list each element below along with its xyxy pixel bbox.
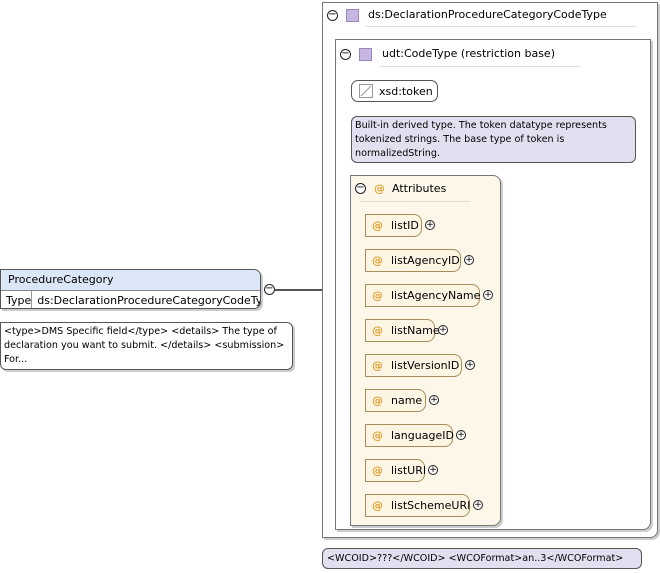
attribute-name: languageID: [391, 429, 454, 442]
attribute-name: listSchemeURI: [391, 499, 471, 512]
attribute-icon: @: [372, 324, 383, 337]
attribute-item[interactable]: @ listURI: [365, 459, 427, 482]
attribute-name: listID: [391, 219, 419, 232]
builtin-type-icon: [359, 84, 373, 98]
attribute-item[interactable]: @ listVersionID: [365, 354, 462, 377]
element-box: ProcedureCategory Type ds:DeclarationPro…: [0, 269, 261, 309]
attribute-name: listURI: [391, 464, 427, 477]
element-name: ProcedureCategory: [8, 273, 114, 286]
attribute-name: listName: [391, 324, 440, 337]
attribute-name: name: [391, 394, 423, 407]
attribute-icon: @: [372, 254, 383, 267]
expand-attribute-toggle[interactable]: +: [428, 465, 438, 475]
attribute-icon: @: [372, 499, 383, 512]
element-type-value: ds:DeclarationProcedureCategoryCodeType: [37, 294, 261, 307]
root-type-documentation: <WCOID>???</WCOID> <WCOFormat>an..3</WCO…: [322, 548, 642, 569]
expand-attribute-toggle[interactable]: +: [425, 220, 435, 230]
element-type-label: Type: [1, 291, 33, 308]
base-type-title: udt:CodeType (restriction base): [382, 47, 555, 60]
base-title-underline: [380, 66, 580, 67]
simple-type-icon: [359, 48, 372, 61]
attribute-icon: @: [372, 219, 383, 232]
root-type-title: ds:DeclarationProcedureCategoryCodeType: [368, 8, 607, 21]
collapse-element-toggle[interactable]: −: [264, 283, 275, 295]
collapse-attributes-toggle[interactable]: −: [355, 182, 366, 194]
element-documentation: <type>DMS Specific field</type> <details…: [0, 322, 293, 370]
element-header[interactable]: ProcedureCategory: [1, 270, 260, 291]
attribute-icon: @: [372, 289, 383, 302]
expand-attribute-toggle[interactable]: +: [438, 325, 448, 335]
token-type-box: xsd:token: [351, 80, 438, 102]
attributes-title-underline: [360, 201, 470, 202]
expand-attribute-toggle[interactable]: +: [464, 255, 474, 265]
root-title-underline: [366, 26, 636, 27]
complex-type-icon: [346, 9, 359, 22]
attribute-item[interactable]: @ listID: [365, 214, 422, 237]
expand-attribute-toggle[interactable]: +: [429, 395, 439, 405]
attribute-name: listAgencyName: [391, 289, 481, 302]
attribute-icon: @: [372, 394, 383, 407]
attribute-item[interactable]: @ name: [365, 389, 426, 412]
collapse-root-toggle[interactable]: −: [327, 9, 338, 21]
attribute-group-icon: @: [374, 182, 385, 195]
attribute-item[interactable]: @ listName: [365, 319, 440, 342]
attribute-item[interactable]: @ languageID: [365, 424, 454, 447]
attribute-name: listVersionID: [391, 359, 460, 372]
expand-attribute-toggle[interactable]: +: [483, 290, 493, 300]
expand-attribute-toggle[interactable]: +: [456, 430, 466, 440]
attributes-title: Attributes: [392, 182, 447, 195]
attribute-item[interactable]: @ listAgencyName: [365, 284, 480, 307]
expand-attribute-toggle[interactable]: +: [473, 500, 483, 510]
attribute-item[interactable]: @ listSchemeURI: [365, 494, 470, 517]
attribute-icon: @: [372, 464, 383, 477]
attribute-name: listAgencyID: [391, 254, 460, 267]
expand-attribute-toggle[interactable]: +: [465, 360, 475, 370]
attribute-icon: @: [372, 359, 383, 372]
token-type-name: xsd:token: [379, 84, 433, 98]
token-documentation: Built-in derived type. The token datatyp…: [351, 116, 636, 163]
attribute-icon: @: [372, 429, 383, 442]
collapse-base-toggle[interactable]: −: [340, 48, 351, 60]
attribute-item[interactable]: @ listAgencyID: [365, 249, 461, 272]
